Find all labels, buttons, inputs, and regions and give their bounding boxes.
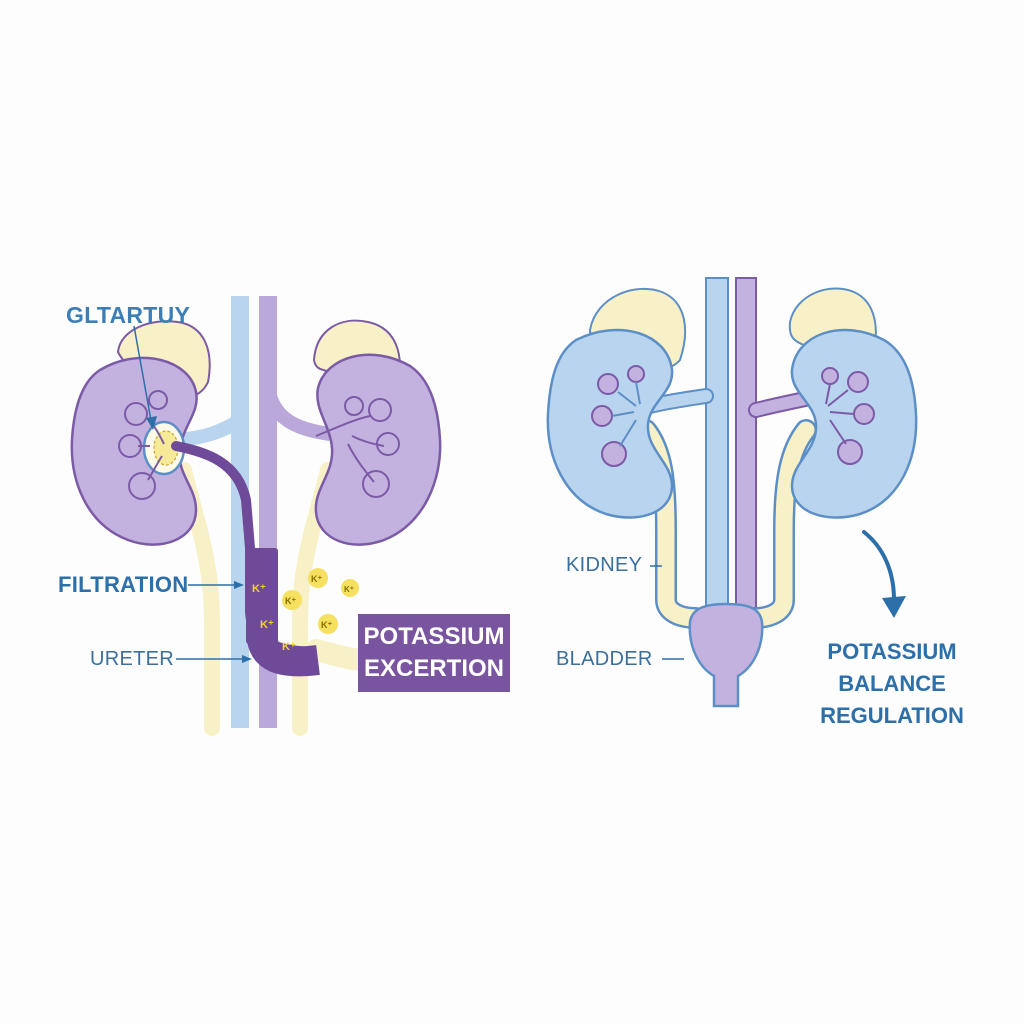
right-diagram bbox=[546, 277, 918, 708]
excretion-badge-line2: EXCERTION bbox=[363, 655, 504, 682]
right-ureter-tube-left-fill bbox=[637, 421, 705, 627]
potassium-excretion-badge: POTASSIUM EXCERTION bbox=[358, 614, 510, 692]
right-kidney-right-calyces bbox=[821, 367, 875, 465]
potassium-ion-label: K⁺ bbox=[311, 574, 322, 584]
left-kidney-right-pelvis bbox=[315, 415, 385, 483]
curved-arrow-icon bbox=[862, 530, 896, 602]
right-ureter-tube-right-fill bbox=[745, 421, 815, 627]
potassium-duct bbox=[246, 548, 278, 644]
regulation-title-line3: REGULATION bbox=[820, 703, 964, 728]
right-kidney-right-pelvis bbox=[825, 383, 855, 445]
potassium-ion-label: K⁺ bbox=[260, 619, 274, 631]
left-kidney-calyces-left bbox=[118, 390, 168, 500]
potassium-ion-label: K⁺ bbox=[252, 583, 266, 595]
kidney-label: KIDNEY bbox=[566, 554, 643, 576]
excretion-badge-line1: POTASSIUM bbox=[363, 623, 505, 650]
right-purple-vessel bbox=[735, 277, 757, 609]
potassium-duct-curve bbox=[247, 635, 320, 677]
potassium-ion-label: K⁺ bbox=[344, 585, 354, 594]
filtration-arrowhead bbox=[234, 581, 244, 589]
ureter-label: URETER bbox=[90, 648, 175, 670]
left-purple-branch bbox=[261, 379, 331, 441]
regulation-title-line2: BALANCE bbox=[838, 671, 946, 696]
regulation-title-line1: POTASSIUM bbox=[827, 639, 957, 664]
bladder-shape bbox=[688, 602, 764, 708]
potassium-ion-label: K⁺ bbox=[321, 620, 332, 630]
filtration-label: FILTRATION bbox=[58, 572, 189, 597]
left-diagram: K⁺ K⁺ K⁺ K⁺ K⁺ K⁺ K⁺ bbox=[70, 296, 442, 736]
glomerulus-pointer-arrow bbox=[133, 325, 153, 427]
ureter-arrowhead bbox=[242, 655, 252, 663]
potassium-ion-label: K⁺ bbox=[282, 641, 296, 653]
glomerulus-label: GLTARTUY bbox=[66, 302, 191, 328]
right-blue-vessel bbox=[705, 277, 729, 609]
floating-potassium-ions: K⁺ K⁺ K⁺ K⁺ bbox=[282, 568, 359, 634]
glomerulus-icon bbox=[142, 420, 186, 476]
potassium-ion-label: K⁺ bbox=[285, 596, 296, 606]
bladder-label: BLADDER bbox=[556, 648, 653, 670]
right-kidney-left-pelvis bbox=[611, 381, 641, 447]
curved-arrowhead bbox=[882, 596, 906, 618]
potassium-balance-title: POTASSIUM BALANCE REGULATION bbox=[812, 636, 972, 732]
right-kidney-left-calyces bbox=[591, 365, 645, 467]
glomerulus-arrowhead bbox=[146, 416, 157, 430]
